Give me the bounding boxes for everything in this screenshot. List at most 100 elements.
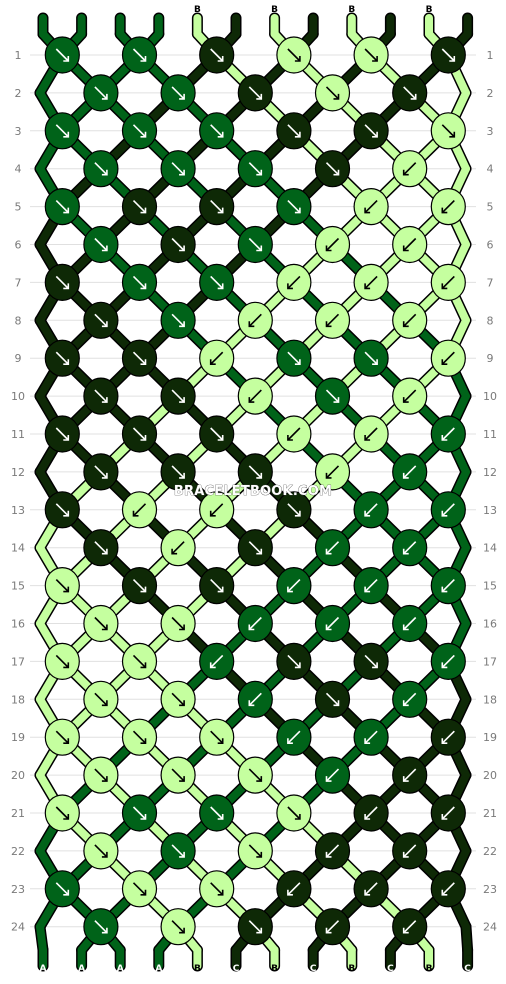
knot-arrow (287, 48, 301, 62)
knot (199, 642, 235, 681)
knot (237, 453, 273, 491)
string-label-bottom: C (387, 964, 394, 974)
knot-arrow (403, 237, 417, 252)
knot (199, 415, 235, 453)
knot (199, 794, 235, 832)
knot (430, 36, 466, 74)
knot-arrow (364, 503, 378, 517)
knot-arrowhead (402, 851, 409, 858)
knot-arrowhead (140, 56, 147, 62)
knot (237, 377, 273, 415)
knot (160, 225, 196, 264)
knot-arrow (248, 237, 262, 252)
knot-arrow (403, 541, 417, 555)
knot-arrowhead (248, 397, 255, 403)
knot (199, 566, 235, 605)
knot-arrowhead (217, 56, 224, 62)
knot (276, 794, 312, 832)
knot-arrow (55, 48, 69, 62)
knot-arrowhead (140, 814, 147, 820)
knot (392, 604, 428, 643)
knot-arrow (364, 806, 378, 820)
knot-arrowhead (441, 207, 448, 214)
knot (392, 680, 428, 718)
knot-arrow (248, 465, 262, 479)
knot-arrow (325, 920, 340, 934)
knot-arrow (287, 730, 301, 744)
row-label-left: 2 (15, 87, 22, 100)
knot-arrow (210, 882, 224, 896)
knot (430, 491, 466, 529)
knot-arrowhead (217, 283, 224, 290)
knot-arrowhead (372, 56, 378, 62)
knot (44, 642, 80, 681)
knot-arrow (287, 654, 301, 668)
knot-arrow (55, 124, 69, 138)
knot-arrow (210, 654, 224, 668)
knot (314, 680, 351, 718)
knot-arrow (171, 162, 185, 176)
knot-arrow (364, 730, 378, 744)
knot (121, 794, 158, 832)
string-label-bottom: B (348, 964, 355, 974)
knot-arrow (248, 920, 262, 934)
knot-arrowhead (402, 245, 409, 252)
knot-arrow (248, 389, 262, 403)
knot-arrow (210, 806, 224, 820)
knot-arrow (287, 124, 301, 138)
knot-arrowhead (140, 207, 147, 214)
row-label-right: 1 (487, 49, 494, 62)
knot (276, 339, 312, 377)
knot (353, 415, 389, 453)
knot (237, 756, 273, 794)
knot (353, 36, 389, 74)
row-label-right: 18 (483, 693, 497, 706)
knot-arrow (403, 616, 417, 631)
knot-arrowhead (402, 624, 409, 631)
knot (199, 112, 235, 150)
row-label-left: 24 (11, 921, 25, 934)
knot-arrow (94, 86, 108, 100)
knot-arrowhead (294, 510, 301, 517)
watermark-text: BRACELETBOOK.COM (174, 484, 332, 499)
knot-arrowhead (441, 662, 448, 669)
knot (121, 491, 158, 529)
knot-arrowhead (63, 131, 70, 138)
knot-arrowhead (101, 397, 108, 403)
knot-arrow (132, 730, 147, 744)
row-label-right: 7 (487, 276, 494, 289)
knot (237, 301, 273, 339)
knot-arrow (210, 503, 224, 517)
knot-arrowhead (449, 131, 456, 138)
knot-arrow (210, 730, 224, 744)
string-label-bottom: A (117, 964, 124, 974)
knot (199, 263, 235, 301)
knot (83, 908, 119, 946)
knot-arrowhead (325, 624, 332, 631)
knot-arrowhead (140, 283, 147, 290)
row-label-right: 4 (487, 163, 494, 176)
string-label-top: B (348, 5, 355, 15)
knot-arrow (403, 86, 417, 100)
knot (392, 529, 428, 567)
knot-arrow (248, 616, 262, 631)
knot-arrow (171, 86, 185, 100)
knot (199, 339, 235, 377)
string-label-top: A (155, 5, 162, 15)
row-label-right: 24 (483, 921, 497, 934)
row-label-right: 6 (487, 239, 494, 252)
row-label-right: 5 (487, 201, 494, 214)
knot-arrow (441, 48, 455, 62)
knot (314, 453, 351, 491)
knot-arrowhead (209, 359, 216, 366)
knot-arrowhead (441, 738, 448, 745)
row-label-left: 14 (11, 542, 25, 555)
knot-arrow (55, 579, 69, 593)
knot (353, 491, 389, 529)
knot (44, 263, 80, 301)
string-label-top: C (233, 5, 240, 15)
knot-arrow (287, 503, 301, 517)
knot (160, 301, 196, 339)
knot-arrow (248, 313, 262, 327)
knot (121, 339, 158, 377)
